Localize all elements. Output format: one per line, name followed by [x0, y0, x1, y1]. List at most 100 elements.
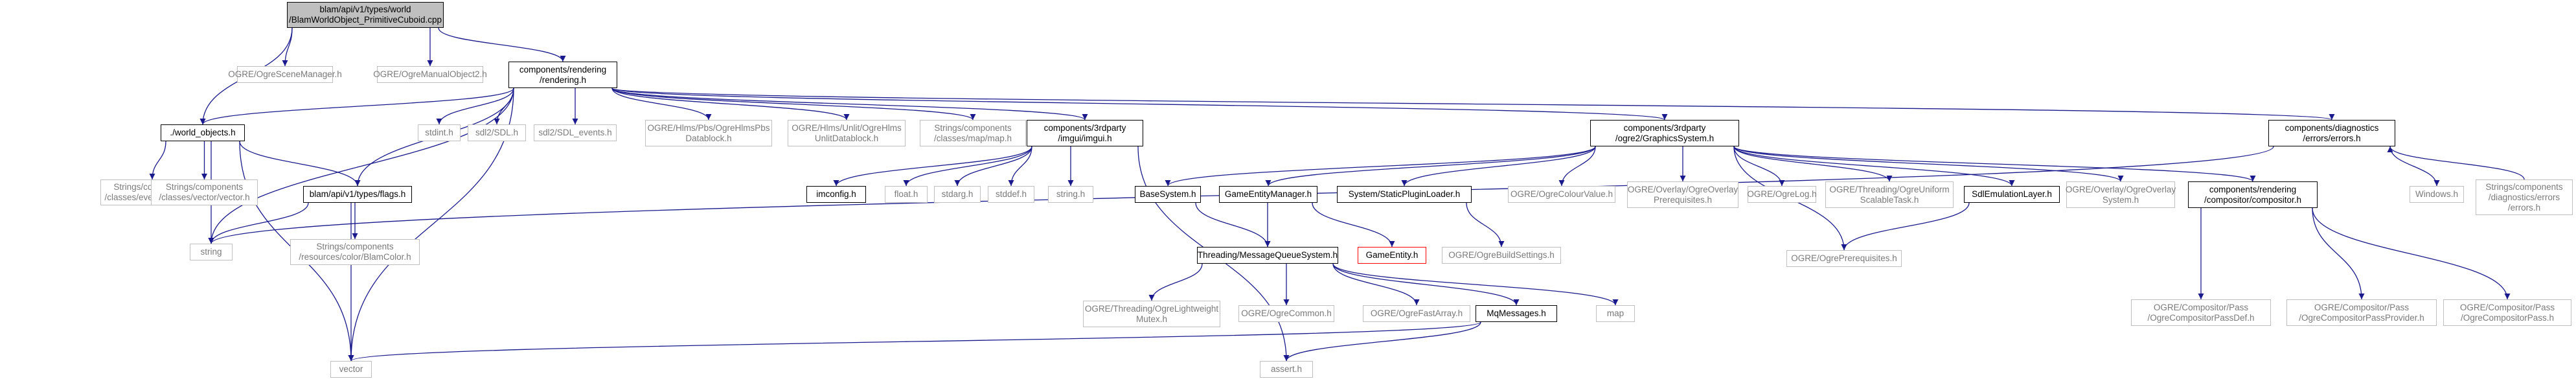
node-label: /diagnostics/errors	[2488, 192, 2560, 202]
node-string: string	[190, 244, 233, 260]
node-label: System.h	[2102, 194, 2139, 205]
node-label: assert.h	[1270, 364, 1303, 374]
node-label: ./world_objects.h	[170, 128, 236, 137]
edge-rendering-to-HlmsPbsDatablock	[611, 87, 712, 121]
node-label: stdint.h	[425, 128, 453, 137]
node-sdlemulationlayer[interactable]: SdlEmulationLayer.h	[1964, 186, 2060, 203]
node-label: Windows.h	[2415, 189, 2459, 199]
node-label: string.h	[1056, 189, 1086, 199]
node-compositorpassdef: OGRE/Compositor/Pass/OgreCompositorPassD…	[2131, 299, 2271, 326]
edge-GraphicsSystem-to-OgreUniformScalableTask	[1733, 146, 1893, 182]
edge-GraphicsSystem-to-BaseSystem	[1165, 146, 1596, 187]
node-label: MqMessages.h	[1487, 308, 1546, 318]
edge-errors_h_ext-to-errors	[2387, 146, 2525, 180]
node-label: vector	[339, 364, 363, 374]
node-rendering[interactable]: components/rendering/rendering.h	[508, 62, 617, 88]
node-errors[interactable]: components/diagnostics/errors/errors.h	[2268, 120, 2395, 146]
node-stdint: stdint.h	[418, 124, 461, 141]
node-mqmessages[interactable]: MqMessages.h	[1476, 305, 1557, 322]
node-label: OGRE/Overlay/OgreOverlay	[2065, 184, 2176, 194]
node-label: OGRE/Compositor/Pass	[2459, 302, 2555, 312]
edge-MessageQueueSystem-to-MqMessages	[1332, 263, 1520, 306]
edge-GraphicsSystem-to-OgreColourValue	[1558, 146, 1596, 187]
node-label: /BlamWorldObject_PrimitiveCuboid.cpp	[288, 15, 442, 25]
node-label: /resources/color/BlamColor.h	[299, 252, 411, 262]
node-label: OGRE/OgreBuildSettings.h	[1448, 250, 1555, 260]
edge-rendering-to-string	[208, 87, 514, 244]
edge-root-to-OgreSceneManager	[282, 27, 293, 67]
node-label: OGRE/OgreCommon.h	[1241, 308, 1332, 318]
node-label: /OgreCompositorPassDef.h	[2147, 312, 2255, 323]
node-label: Strings/components	[165, 182, 244, 192]
node-imgui[interactable]: components/3rdparty/imgui/imgui.h	[1027, 120, 1143, 146]
node-sdl: sdl2/SDL.h	[468, 124, 526, 141]
node-ogrefastarray: OGRE/OgreFastArray.h	[1363, 305, 1470, 322]
node-label: OGRE/OgreFastArray.h	[1370, 308, 1463, 318]
node-compositor[interactable]: components/rendering/compositor/composit…	[2188, 181, 2318, 208]
node-label: /ogre2/GraphicsSystem.h	[1615, 133, 1715, 143]
node-label: GameEntityManager.h	[1224, 189, 1312, 199]
node-ogrescenemanager: OGRE/OgreSceneManager.h	[228, 66, 342, 83]
edge-MqMessages-to-vector	[348, 321, 1481, 362]
node-label: components/3rdparty	[1623, 122, 1706, 133]
node-label: /errors/errors.h	[2303, 133, 2361, 143]
node-label: string	[200, 247, 222, 257]
node-messagequeuesystem[interactable]: Threading/MessageQueueSystem.h	[1197, 247, 1338, 264]
node-label: /errors.h	[2507, 202, 2541, 213]
node-blamcolor: Strings/components/resources/color/BlamC…	[290, 239, 420, 265]
node-label: SdlEmulationLayer.h	[1972, 189, 2052, 199]
node-vector: vector	[330, 361, 372, 378]
node-sdl-events: sdl2/SDL_events.h	[534, 124, 617, 141]
node-label: /OgreCompositorPass.h	[2460, 312, 2555, 323]
node-label: imconfig.h	[816, 189, 856, 199]
node-vector-h: Strings/components/classes/vector/vector…	[151, 179, 258, 205]
edge-GraphicsSystem-to-compositor	[1733, 146, 2256, 182]
node-gameentitymanager[interactable]: GameEntityManager.h	[1219, 186, 1317, 203]
node-label: stddef.h	[995, 189, 1027, 199]
edge-GraphicsSystem-to-OgreLog	[1733, 146, 1785, 187]
node-basesystem[interactable]: BaseSystem.h	[1135, 186, 1201, 203]
node-label: sdl2/SDL_events.h	[538, 128, 612, 137]
node-label: components/diagnostics	[2285, 122, 2379, 133]
edge-rendering-to-world_objects	[199, 87, 514, 125]
edge-imgui-to-float	[903, 146, 1032, 187]
node-label: UnlitDatablock.h	[814, 133, 879, 143]
edge-rendering-to-stdint	[436, 87, 514, 125]
edge-rendering-to-imgui	[611, 87, 1088, 121]
node-label: OGRE/Hlms/Pbs/OgreHlmsPbs	[647, 122, 770, 133]
node-label: OGRE/Compositor/Pass	[2314, 302, 2410, 312]
node-graphicssystem[interactable]: components/3rdparty/ogre2/GraphicsSystem…	[1590, 120, 1739, 146]
node-label: OGRE/Overlay/OgreOverlay	[1627, 184, 1738, 194]
node-label: components/rendering	[519, 64, 607, 75]
node-imconfig[interactable]: imconfig.h	[806, 186, 866, 203]
edge-BaseSystem-to-MessageQueueSystem	[1195, 202, 1271, 248]
node-label: OGRE/OgrePrerequisites.h	[1791, 253, 1897, 263]
node-label: Strings/components	[934, 122, 1012, 133]
edge-flags-to-string	[208, 202, 309, 244]
node-label: Threading/MessageQueueSystem.h	[1197, 250, 1338, 260]
edge-MessageQueueSystem-to-map	[1332, 263, 1619, 306]
node-label: ScalableTask.h	[1860, 194, 1919, 205]
node-world-objects[interactable]: ./world_objects.h	[161, 124, 245, 141]
node-ogrebuildsettings: OGRE/OgreBuildSettings.h	[1442, 247, 1561, 264]
node-label: /rendering.h	[539, 75, 587, 85]
node-ogrelog: OGRE/OgreLog.h	[1747, 186, 1817, 203]
node-label: OGRE/OgreLog.h	[1747, 189, 1817, 199]
node-label: OGRE/OgreSceneManager.h	[228, 69, 342, 79]
edge-MessageQueueSystem-to-OgreLightweightMutex	[1148, 263, 1203, 301]
node-label: System/StaticPluginLoader.h	[1348, 189, 1461, 199]
edge-GraphicsSystem-to-OgreOverlaySystem	[1733, 146, 2124, 182]
node-gameentity: GameEntity.h	[1358, 247, 1426, 264]
node-label: stdarg.h	[941, 189, 974, 199]
node-label: /compositor/compositor.h	[2204, 194, 2302, 205]
node-label: sdl2/SDL.h	[475, 128, 519, 137]
node-staticpluginloader[interactable]: System/StaticPluginLoader.h	[1337, 186, 1472, 203]
edge-rendering-to-SDL	[494, 87, 514, 125]
edge-GameEntityManager-to-GameEntity	[1312, 202, 1395, 248]
edge-GraphicsSystem-to-GameEntityManager	[1265, 146, 1596, 187]
edge-root-to-rendering	[438, 27, 566, 62]
node-label: OGRE/Compositor/Pass	[2153, 302, 2249, 312]
node-flags[interactable]: blam/api/v1/types/flags.h	[303, 186, 412, 203]
